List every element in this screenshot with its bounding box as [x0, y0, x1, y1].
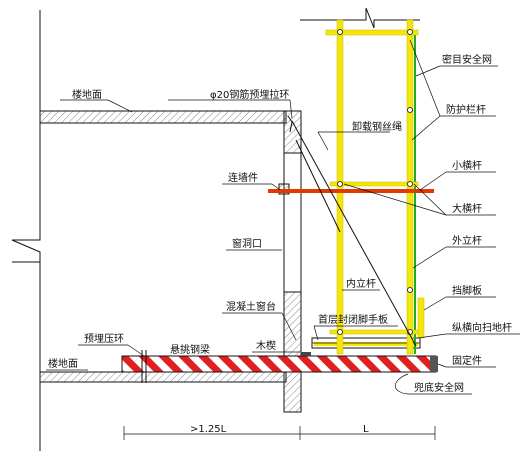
leaders-left [46, 99, 398, 371]
label-toe-board: 挡脚板 [452, 284, 482, 297]
leaders-right [343, 39, 520, 395]
label-first-deck: 首层封闭脚手板 [318, 313, 388, 326]
label-wood-block: 木楔 [256, 340, 276, 352]
label-cantilever-beam: 悬挑钢梁 [170, 343, 210, 356]
label-small-bar: 小横杆 [452, 159, 482, 172]
unload-wire-rope [291, 120, 417, 347]
label-inner-pole: 内立杆 [346, 277, 376, 290]
upper-floor-slab [39, 110, 287, 124]
tie-bar [268, 189, 434, 193]
dim-left: >1.25L [190, 424, 227, 435]
label-sweep-bar: 纵横向扫地杆 [452, 321, 512, 334]
label-sill: 混凝土窗台 [226, 300, 276, 313]
label-wall-tie: 连墙件 [228, 171, 258, 184]
label-tie-ring: φ20钢筋预埋拉环 [210, 88, 289, 101]
dimension-lines: >1.25L L [123, 424, 436, 440]
lower-floor-slab [39, 371, 287, 383]
label-big-bar: 大横杆 [452, 202, 482, 215]
label-window-opening: 窗洞口 [232, 237, 262, 250]
label-bottom-net: 兜底安全网 [414, 381, 464, 394]
label-fixing: 固定件 [452, 354, 482, 367]
outer-pole [406, 19, 414, 355]
dim-right: L [363, 424, 369, 435]
label-outer-pole: 外立杆 [452, 234, 482, 247]
tie-ring-and-cables [287, 115, 438, 372]
label-floor-lower: 楼地面 [48, 357, 78, 370]
label-pressure-ring: 预埋压环 [84, 333, 124, 345]
first-floor-deck [311, 337, 421, 349]
label-unload-rope: 卸载钢丝绳 [352, 120, 402, 133]
label-floor-upper: 楼地面 [72, 88, 102, 101]
building-structure [11, 7, 420, 451]
scaffold-poles [268, 19, 434, 355]
labels: 楼地面 φ20钢筋预埋拉环 卸载钢丝绳 连墙件 窗洞口 混凝土窗台 内立杆 首层… [48, 53, 512, 394]
wood-block [301, 352, 311, 356]
label-mesh-net: 密目安全网 [442, 53, 492, 66]
inner-pole [336, 19, 344, 355]
label-guard-rail: 防护栏杆 [446, 103, 486, 116]
